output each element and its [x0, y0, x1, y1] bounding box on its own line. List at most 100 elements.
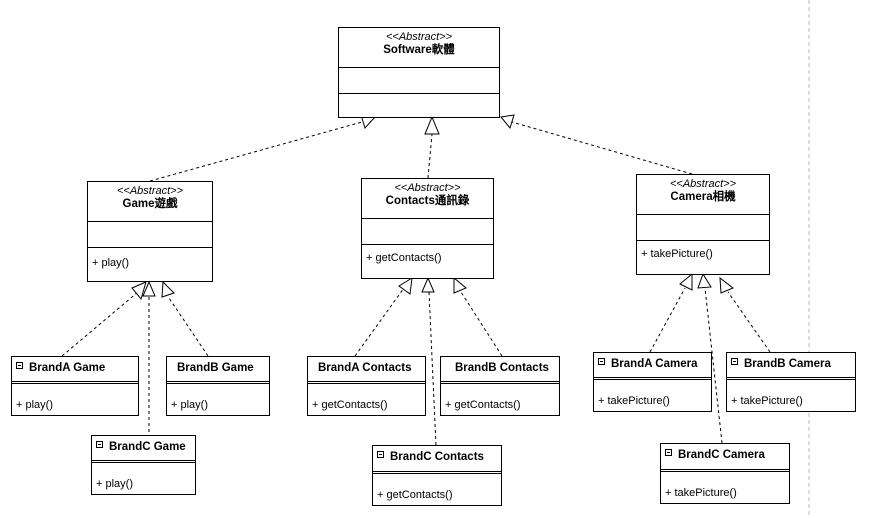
class-brandb-contacts-header: BrandB Contacts [441, 357, 559, 385]
class-branda-contacts-divider [308, 381, 425, 384]
class-brandc-contacts-title: BrandC Contacts [390, 451, 484, 463]
arrowhead-brandc-contacts [421, 276, 435, 293]
class-camera-operation: + takePicture() [641, 248, 713, 260]
abstract-stereotype: <<Abstract>> [116, 185, 184, 197]
class-brandc-game[interactable]: BrandC Game + play() [91, 435, 196, 495]
class-contacts[interactable]: <<Abstract>> Contacts通訊錄 + getContacts() [361, 178, 494, 279]
class-brandb-camera-header: BrandB Camera [727, 353, 855, 381]
realization-line-brandb-game [168, 297, 209, 357]
class-software-header: <<Abstract>> Software軟體 [339, 28, 499, 67]
class-brandb-game-operation: + play() [171, 399, 208, 411]
class-brandb-game-title: BrandB Game [177, 362, 254, 374]
class-software-attributes [339, 67, 499, 93]
class-brandb-contacts-title: BrandB Contacts [455, 362, 549, 374]
class-contacts-operation: + getContacts() [366, 252, 442, 264]
collapse-icon[interactable] [731, 358, 738, 365]
realization-line-game-software [149, 121, 363, 182]
class-branda-contacts-operation: + getContacts() [312, 399, 388, 411]
arrowhead-camera-software [500, 114, 515, 130]
class-brandc-camera[interactable]: BrandC Camera + takePicture() [660, 443, 790, 504]
class-brandb-game-divider [167, 381, 269, 384]
class-game-operation: + play() [92, 257, 129, 269]
realization-line-brandb-camera [727, 291, 771, 353]
class-brandb-contacts-operation: + getContacts() [445, 399, 521, 411]
arrowhead-branda-game [131, 281, 147, 301]
class-branda-camera-divider [594, 377, 711, 380]
class-software[interactable]: <<Abstract>> Software軟體 [338, 27, 500, 118]
class-brandb-contacts[interactable]: BrandB Contacts + getContacts() [440, 356, 560, 416]
class-brandb-contacts-divider [441, 381, 559, 384]
class-branda-camera-header: BrandA Camera [594, 353, 711, 381]
class-contacts-title: Contacts通訊錄 [385, 195, 470, 207]
class-branda-game-operation: + play() [16, 399, 53, 411]
class-brandb-game[interactable]: BrandB Game + play() [166, 356, 270, 416]
class-brandc-game-title: BrandC Game [109, 441, 186, 453]
arrowhead-branda-contacts [398, 277, 413, 295]
class-brandc-contacts-header: BrandC Contacts [373, 446, 501, 475]
arrowhead-brandc-game [142, 280, 156, 297]
class-brandb-camera[interactable]: BrandB Camera + takePicture() [726, 352, 856, 412]
class-brandb-camera-operation: + takePicture() [731, 395, 803, 407]
class-brandc-game-divider [92, 460, 195, 463]
class-brandc-game-operation: + play() [96, 478, 133, 490]
class-game-attributes [88, 221, 212, 247]
collapse-icon[interactable] [96, 441, 103, 448]
class-brandc-camera-operation: + takePicture() [665, 487, 737, 499]
class-game-operations: + play() [88, 247, 212, 281]
class-contacts-attributes [362, 218, 493, 244]
collapse-icon[interactable] [598, 358, 605, 365]
class-brandc-contacts[interactable]: BrandC Contacts + getContacts() [372, 445, 502, 506]
realization-line-branda-camera [649, 287, 686, 353]
class-camera-attributes [637, 214, 769, 240]
realization-line-branda-game [61, 291, 139, 357]
class-branda-camera-title: BrandA Camera [611, 358, 698, 370]
arrowhead-branda-camera [679, 272, 693, 291]
arrowhead-brandb-contacts [453, 276, 467, 294]
class-camera-title: Camera相機 [670, 191, 736, 203]
class-contacts-header: <<Abstract>> Contacts通訊錄 [362, 179, 493, 218]
class-software-operations [339, 93, 499, 117]
class-branda-game[interactable]: BrandA Game + play() [11, 356, 139, 416]
abstract-stereotype: <<Abstract>> [669, 178, 737, 190]
abstract-stereotype: <<Abstract>> [385, 31, 453, 43]
collapse-icon[interactable] [16, 362, 23, 369]
realization-line-branda-contacts [354, 287, 405, 357]
class-brandc-game-header: BrandC Game [92, 436, 195, 464]
class-software-title: Software軟體 [383, 44, 455, 56]
class-brandb-camera-title: BrandB Camera [744, 358, 831, 370]
arrowhead-contacts-software [424, 115, 440, 135]
class-branda-contacts[interactable]: BrandA Contacts + getContacts() [307, 356, 426, 416]
class-branda-game-divider [12, 381, 138, 384]
abstract-stereotype: <<Abstract>> [394, 182, 461, 194]
realization-line-contacts-software [427, 133, 433, 179]
realization-line-brandb-contacts [460, 291, 503, 357]
class-camera-header: <<Abstract>> Camera相機 [637, 175, 769, 214]
class-branda-game-title: BrandA Game [29, 362, 106, 374]
realization-line-brandc-contacts [428, 291, 437, 446]
collapse-icon[interactable] [665, 449, 672, 456]
class-contacts-operations: + getContacts() [362, 244, 493, 278]
class-branda-contacts-header: BrandA Contacts [308, 357, 425, 385]
class-game[interactable]: <<Abstract>> Game遊戲 + play() [87, 181, 213, 282]
collapse-icon[interactable] [377, 451, 384, 458]
class-camera-operations: + takePicture() [637, 240, 769, 274]
class-brandc-contacts-divider [373, 471, 501, 474]
class-brandc-camera-divider [661, 469, 789, 472]
class-branda-camera[interactable]: BrandA Camera + takePicture() [593, 352, 712, 412]
realization-line-brandc-camera [704, 287, 723, 444]
class-game-title: Game遊戲 [122, 198, 178, 210]
arrowhead-brandc-camera [697, 272, 712, 289]
class-branda-game-header: BrandA Game [12, 357, 138, 385]
class-brandb-game-header: BrandB Game [167, 357, 269, 385]
class-camera[interactable]: <<Abstract>> Camera相機 + takePicture() [636, 174, 770, 275]
class-brandb-camera-divider [727, 377, 855, 380]
arrowhead-brandb-camera [719, 276, 734, 294]
realization-line-camera-software [511, 121, 693, 175]
arrowhead-brandb-game [161, 280, 175, 298]
class-branda-camera-operation: + takePicture() [598, 395, 670, 407]
class-brandc-camera-title: BrandC Camera [678, 449, 765, 461]
class-branda-contacts-title: BrandA Contacts [318, 362, 412, 374]
class-game-header: <<Abstract>> Game遊戲 [88, 182, 212, 221]
